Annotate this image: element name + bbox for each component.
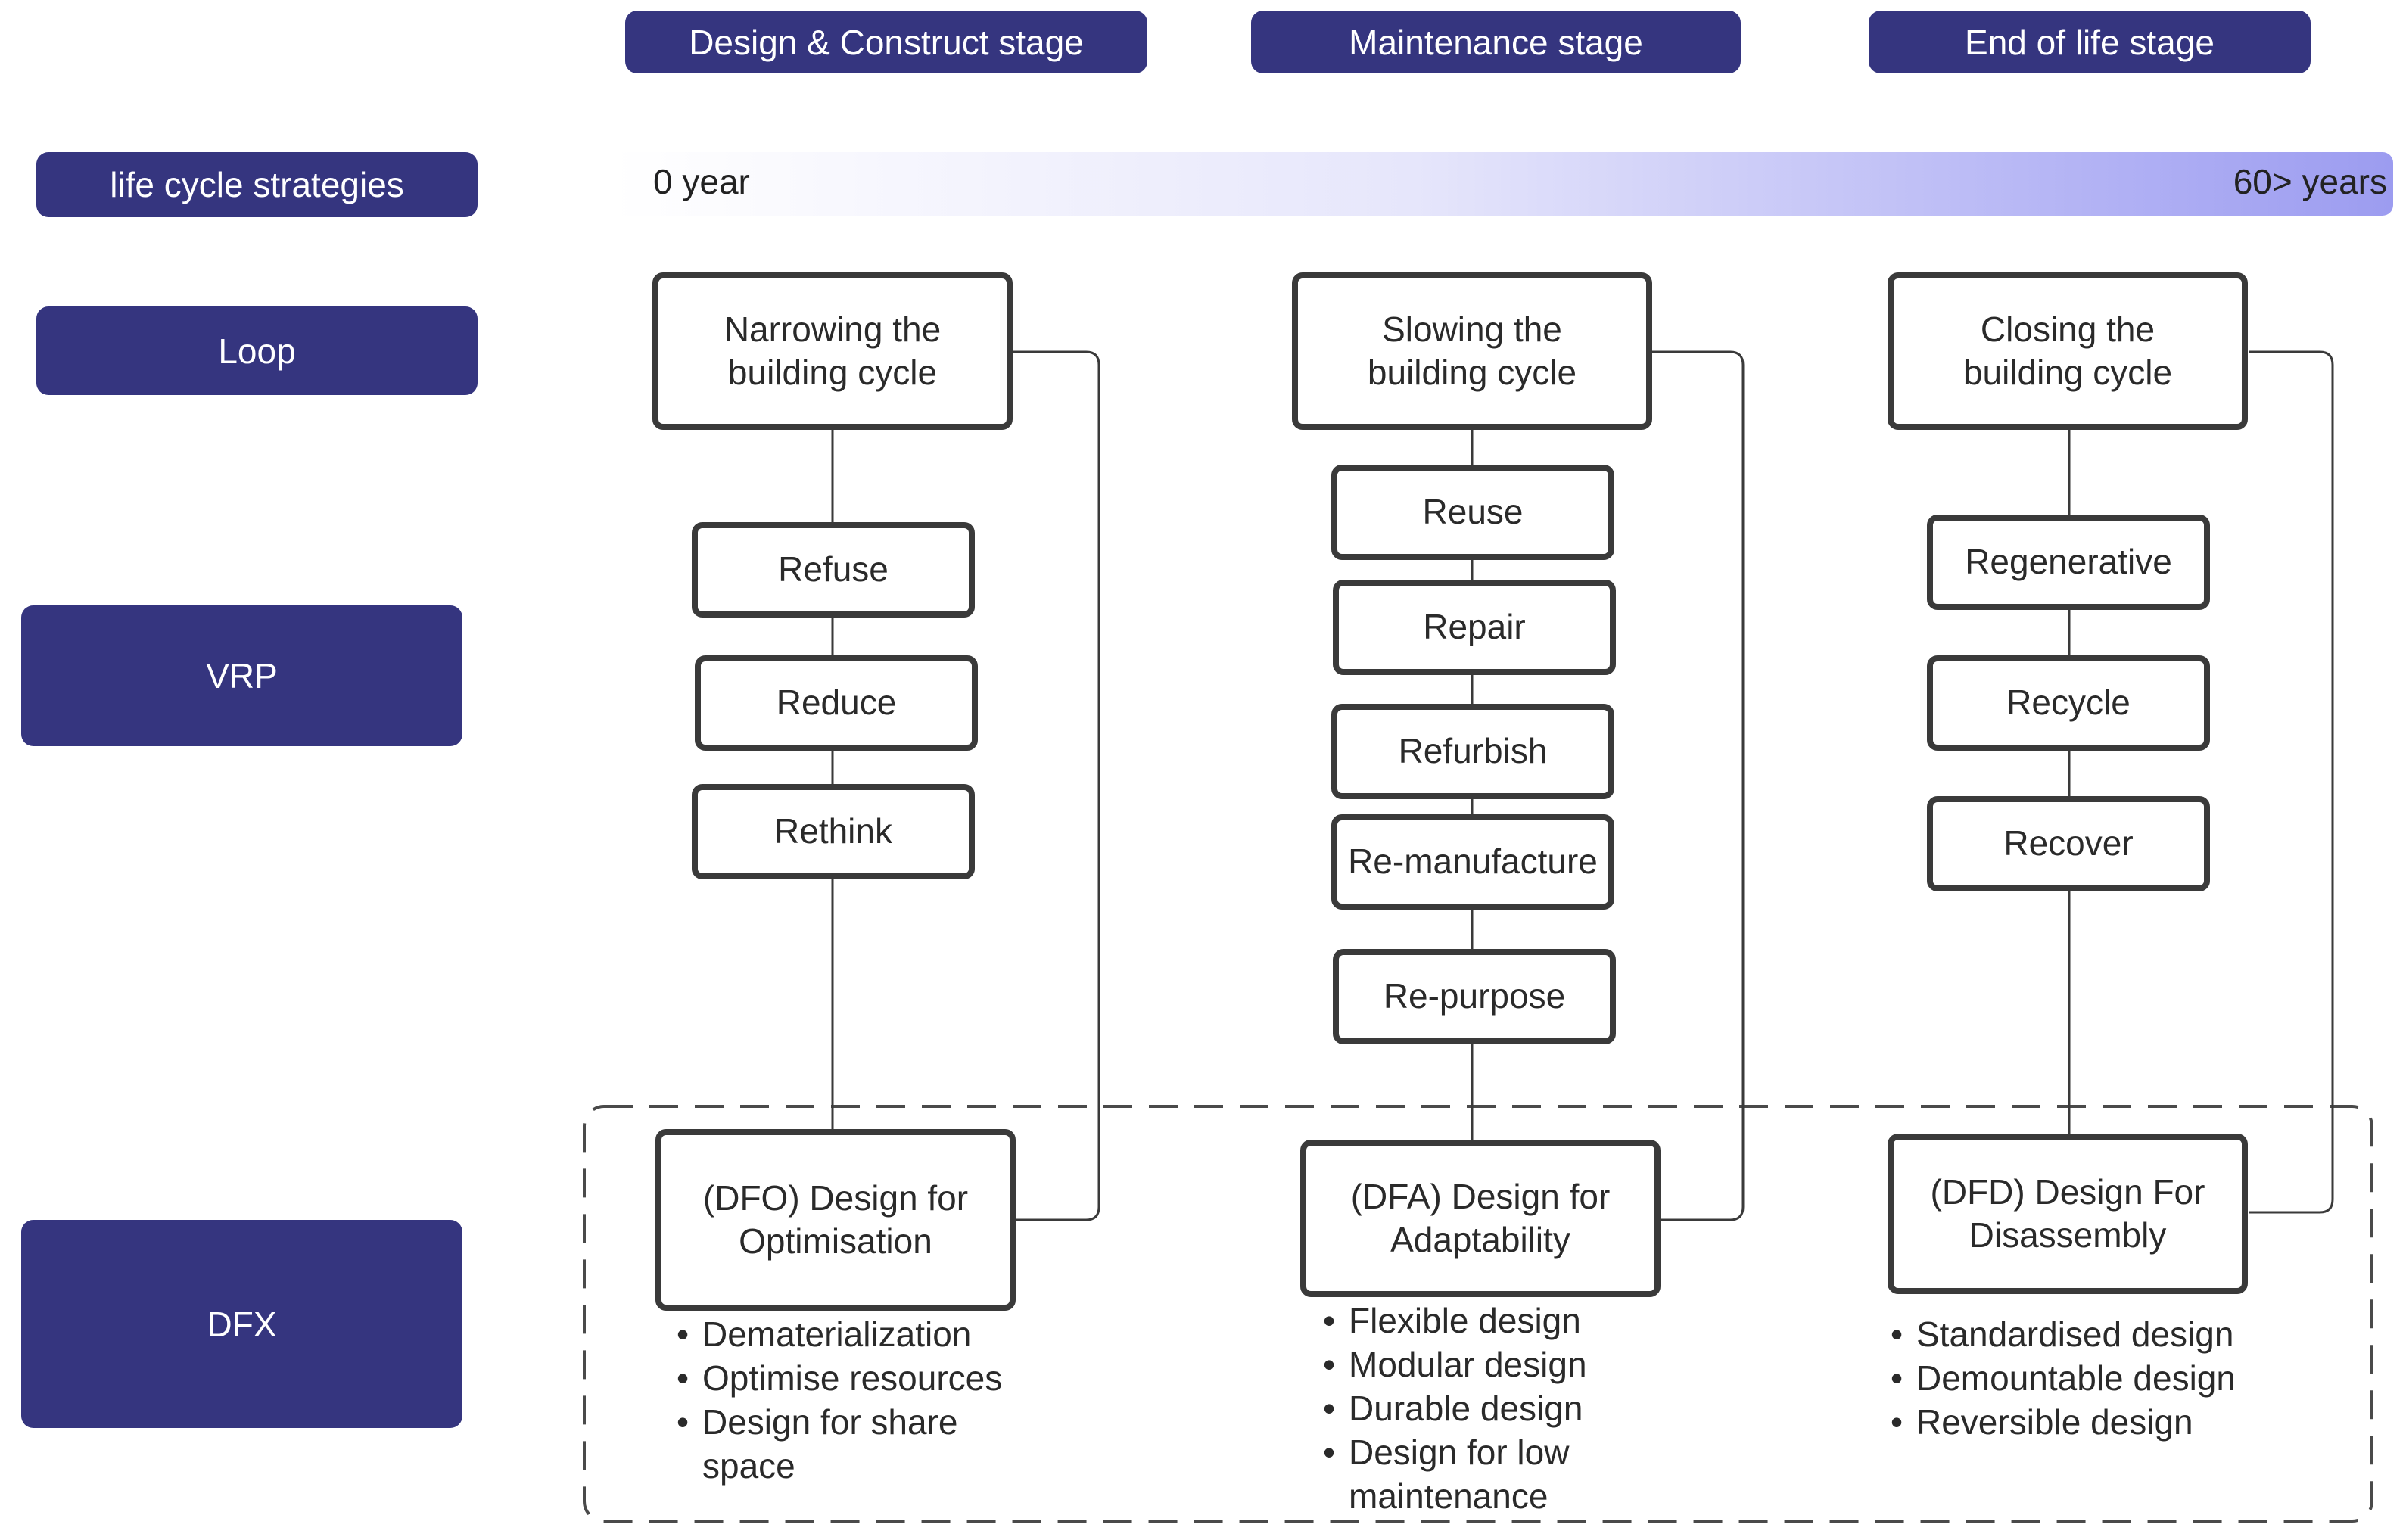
vrp-box-label: Repair	[1423, 607, 1526, 647]
dfa-bullet-list: Flexible design Modular design Durable d…	[1323, 1299, 1686, 1518]
vrp-box-refuse: Refuse	[692, 522, 975, 618]
list-item: Design for share space	[677, 1400, 1040, 1488]
dfo-bullet-list: Dematerialization Optimise resources Des…	[677, 1312, 1040, 1488]
timeline-bar	[612, 152, 2393, 216]
vrp-box-reuse: Reuse	[1331, 465, 1614, 560]
loop-box-slowing: Slowing the building cycle	[1292, 272, 1652, 430]
dfx-box-label: (DFA) Design for Adaptability	[1350, 1176, 1611, 1260]
list-item: Standardised design	[1891, 1312, 2284, 1356]
vrp-box-label: Refurbish	[1398, 731, 1548, 771]
stage-header-end-of-life: End of life stage	[1869, 11, 2311, 73]
vrp-box-label: Reduce	[776, 683, 897, 723]
timeline-end-label: 60> years	[2233, 162, 2387, 201]
stage-header-maintenance: Maintenance stage	[1251, 11, 1741, 73]
dfx-dashed-region	[583, 1105, 2373, 1523]
vrp-box-label: Reuse	[1422, 492, 1524, 532]
row-label-vrp: VRP	[21, 605, 462, 746]
vrp-box-recycle: Recycle	[1927, 655, 2210, 751]
dfx-box-label: (DFD) Design For Disassembly	[1930, 1171, 2205, 1255]
vrp-box-label: Rethink	[774, 811, 892, 851]
vrp-box-rethink: Rethink	[692, 784, 975, 879]
dfx-box-label: (DFO) Design for Optimisation	[702, 1178, 969, 1262]
list-item: Flexible design	[1323, 1299, 1686, 1342]
vrp-box-reduce: Reduce	[695, 655, 978, 751]
vrp-box-label: Re-manufacture	[1348, 842, 1598, 882]
vrp-box-label: Refuse	[778, 549, 889, 590]
col2-loop-connector	[1652, 350, 1745, 1221]
row-label-life-cycle-strategies: life cycle strategies	[36, 152, 478, 217]
dfx-box-dfa: (DFA) Design for Adaptability	[1300, 1140, 1661, 1297]
list-item: Optimise resources	[677, 1356, 1040, 1400]
loop-box-label: Slowing the building cycle	[1367, 309, 1577, 393]
row-label-loop: Loop	[36, 306, 478, 395]
list-item: Reversible design	[1891, 1400, 2284, 1444]
loop-box-narrowing: Narrowing the building cycle	[652, 272, 1013, 430]
list-item: Modular design	[1323, 1342, 1686, 1386]
vrp-box-repair: Repair	[1333, 580, 1616, 675]
timeline-start-label: 0 year	[653, 162, 750, 201]
list-item: Design for low maintenance	[1323, 1430, 1686, 1518]
loop-box-label: Closing the building cycle	[1962, 309, 2173, 393]
vrp-box-recover: Recover	[1927, 796, 2210, 891]
vrp-box-re-purpose: Re-purpose	[1333, 949, 1616, 1044]
list-item: Demountable design	[1891, 1356, 2284, 1400]
col1-loop-connector	[1013, 350, 1100, 1221]
vrp-box-re-manufacture: Re-manufacture	[1331, 814, 1614, 910]
dfx-box-dfo: (DFO) Design for Optimisation	[655, 1129, 1016, 1311]
loop-box-closing: Closing the building cycle	[1888, 272, 2248, 430]
row-label-dfx: DFX	[21, 1220, 462, 1428]
vrp-box-label: Regenerative	[1965, 542, 2172, 582]
vrp-box-refurbish: Refurbish	[1331, 704, 1614, 799]
loop-box-label: Narrowing the building cycle	[724, 309, 942, 393]
list-item: Durable design	[1323, 1386, 1686, 1430]
vrp-box-label: Recover	[2003, 823, 2134, 863]
vrp-box-label: Re-purpose	[1383, 976, 1566, 1016]
dfx-box-dfd: (DFD) Design For Disassembly	[1888, 1134, 2248, 1294]
stage-header-design-construct: Design & Construct stage	[625, 11, 1147, 73]
vrp-box-regenerative: Regenerative	[1927, 515, 2210, 610]
col3-loop-connector	[2249, 350, 2334, 1214]
vrp-box-label: Recycle	[2006, 683, 2131, 723]
dfd-bullet-list: Standardised design Demountable design R…	[1891, 1312, 2284, 1444]
list-item: Dematerialization	[677, 1312, 1040, 1356]
